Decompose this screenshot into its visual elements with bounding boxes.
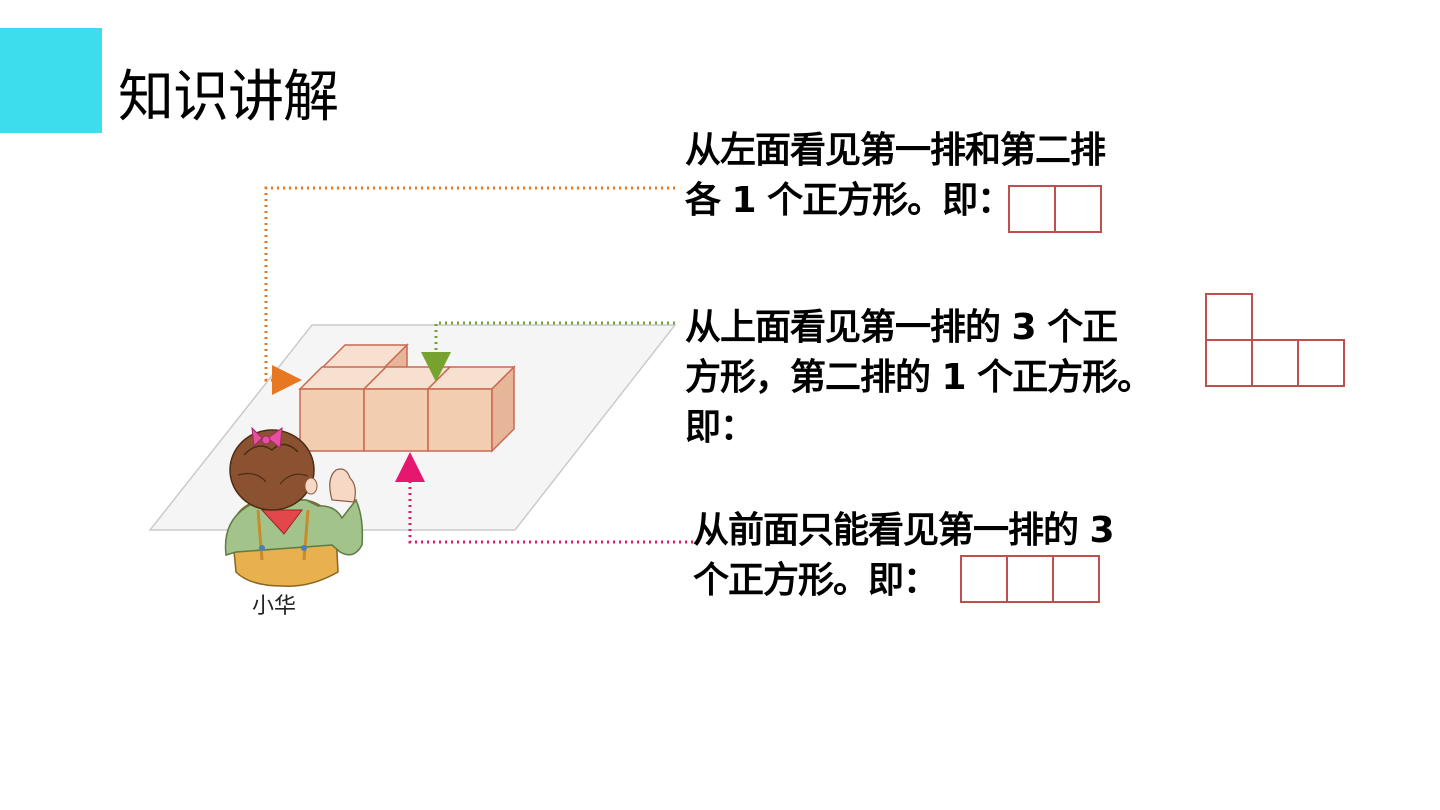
page-title: 知识讲解	[118, 65, 339, 130]
left-view-squares	[1008, 185, 1102, 233]
left-view-text: 从左面看见第一排和第二排 各 1 个正方形。即：	[685, 126, 1106, 226]
top-view-line-2: 方形，第二排的 1 个正方形。	[685, 357, 1153, 398]
left-view-line-1: 从左面看见第一排和第二排	[685, 130, 1106, 171]
girl-character	[224, 426, 364, 587]
front-view-line-1: 从前面只能看见第一排的 3	[693, 510, 1115, 551]
top-view-line-3: 即：	[685, 407, 756, 448]
cube-front-1	[298, 366, 388, 452]
top-view-text: 从上面看见第一排的 3 个正 方形，第二排的 1 个正方形。 即：	[685, 303, 1153, 453]
left-view-line-2: 各 1 个正方形。即：	[685, 180, 1013, 221]
top-view-squares	[1205, 293, 1345, 387]
left-view-arrow	[264, 186, 675, 395]
top-view-line-1: 从上面看见第一排的 3 个正	[685, 307, 1118, 348]
cube-front-3	[426, 365, 516, 453]
front-view-arrow	[395, 452, 693, 544]
front-view-text: 从前面只能看见第一排的 3 个正方形。即：	[693, 506, 1115, 606]
front-view-line-2: 个正方形。即：	[693, 560, 939, 601]
top-view-arrow	[421, 321, 675, 382]
character-name-label: 小华	[252, 594, 297, 619]
title-accent-block	[0, 28, 102, 133]
front-view-squares	[960, 555, 1100, 603]
